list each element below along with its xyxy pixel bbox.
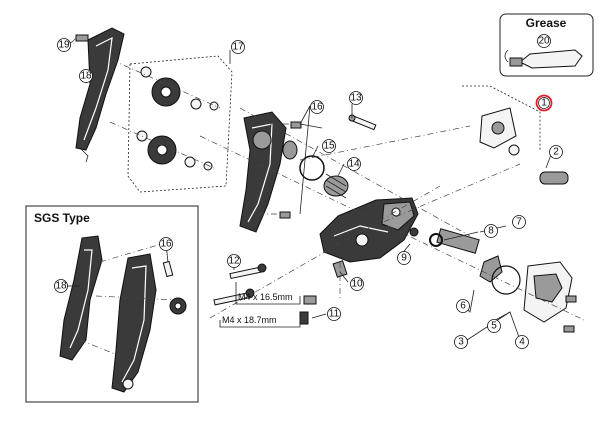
callout-17[interactable]: 17 — [231, 40, 245, 54]
grease-tube-icon — [504, 49, 583, 69]
callout-5-label: 5 — [491, 321, 497, 332]
callout-17-label: 17 — [232, 42, 244, 53]
callout-18-label: 18 — [80, 71, 92, 82]
callout-8-label: 8 — [488, 226, 494, 237]
callout-8[interactable]: 8 — [484, 224, 498, 238]
callout-3[interactable]: 3 — [454, 335, 468, 349]
callout-18[interactable]: 18 — [79, 69, 93, 83]
sgs-box-title: SGS Type — [34, 211, 90, 225]
callout-15-label: 15 — [323, 141, 335, 152]
callout-4-label: 4 — [519, 337, 525, 348]
callout-9[interactable]: 9 — [397, 251, 411, 265]
outer-cage-plate — [75, 27, 125, 163]
callout-14[interactable]: 14 — [347, 157, 361, 171]
upper-pulley — [140, 66, 219, 111]
pulley-set-group — [109, 55, 233, 193]
bolt-dim-short: M4 x 16.5mm — [238, 292, 293, 302]
callout-18-sgs[interactable]: 18 — [54, 279, 68, 293]
callout-5[interactable]: 5 — [487, 319, 501, 333]
adjust-screws — [213, 263, 267, 306]
sgs-type-box: SGS Type — [25, 205, 199, 403]
axle-unit — [409, 227, 503, 283]
callout-16[interactable]: 16 — [310, 100, 324, 114]
bracket-axle — [462, 85, 569, 185]
grease-box-title: Grease — [526, 16, 567, 30]
sgs-outer-plate — [59, 235, 103, 361]
callout-9-label: 9 — [401, 253, 407, 264]
callout-16-sgs[interactable]: 16 — [159, 237, 173, 251]
callout-19-label: 19 — [58, 40, 70, 51]
callout-7-label: 7 — [516, 217, 522, 228]
cage-bolt — [69, 34, 89, 45]
bolt-10 — [332, 260, 348, 278]
bolt-11 — [299, 295, 317, 325]
callout-3-label: 3 — [458, 337, 464, 348]
callout-10[interactable]: 10 — [350, 277, 364, 291]
callout-4[interactable]: 4 — [515, 335, 529, 349]
bolt-dim-long: M4 x 18.7mm — [222, 315, 277, 325]
plate-bolts — [258, 121, 302, 219]
callout-11-label: 11 — [329, 309, 340, 320]
callout-12-label: 12 — [228, 256, 240, 267]
callout-6[interactable]: 6 — [456, 299, 470, 313]
callout-19[interactable]: 19 — [57, 38, 71, 52]
bracket-parts — [491, 261, 577, 333]
callout-10-label: 10 — [351, 279, 363, 290]
callout-16-label: 16 — [311, 102, 323, 113]
callout-1-label: 1 — [541, 98, 547, 109]
callout-15[interactable]: 15 — [322, 139, 336, 153]
callout-13-label: 13 — [350, 93, 362, 104]
callout-13[interactable]: 13 — [349, 91, 363, 105]
callout-18-sgs-label: 18 — [55, 281, 67, 292]
callout-7[interactable]: 7 — [512, 215, 526, 229]
callout-2[interactable]: 2 — [549, 145, 563, 159]
callout-1[interactable]: 1 — [535, 94, 553, 112]
callout-12[interactable]: 12 — [227, 254, 241, 268]
callout-6-label: 6 — [460, 301, 466, 312]
part-callouts: 1 2 3 4 5 6 7 8 — [54, 34, 563, 349]
callout-20[interactable]: 20 — [537, 34, 551, 48]
callout-11[interactable]: 11 — [327, 307, 341, 321]
lower-pulley — [136, 130, 213, 171]
assembly-axes — [199, 107, 585, 321]
callout-20-label: 20 — [538, 36, 550, 47]
callout-14-label: 14 — [348, 159, 360, 170]
bolt-dimension-callouts: M4 x 16.5mm M4 x 18.7mm — [219, 292, 301, 328]
spring-assembly — [282, 140, 349, 199]
main-body — [319, 197, 419, 263]
bolt-13 — [348, 114, 377, 131]
callout-16-sgs-label: 16 — [160, 239, 172, 250]
inner-cage-plate — [239, 111, 287, 233]
callout-2-label: 2 — [553, 147, 559, 158]
